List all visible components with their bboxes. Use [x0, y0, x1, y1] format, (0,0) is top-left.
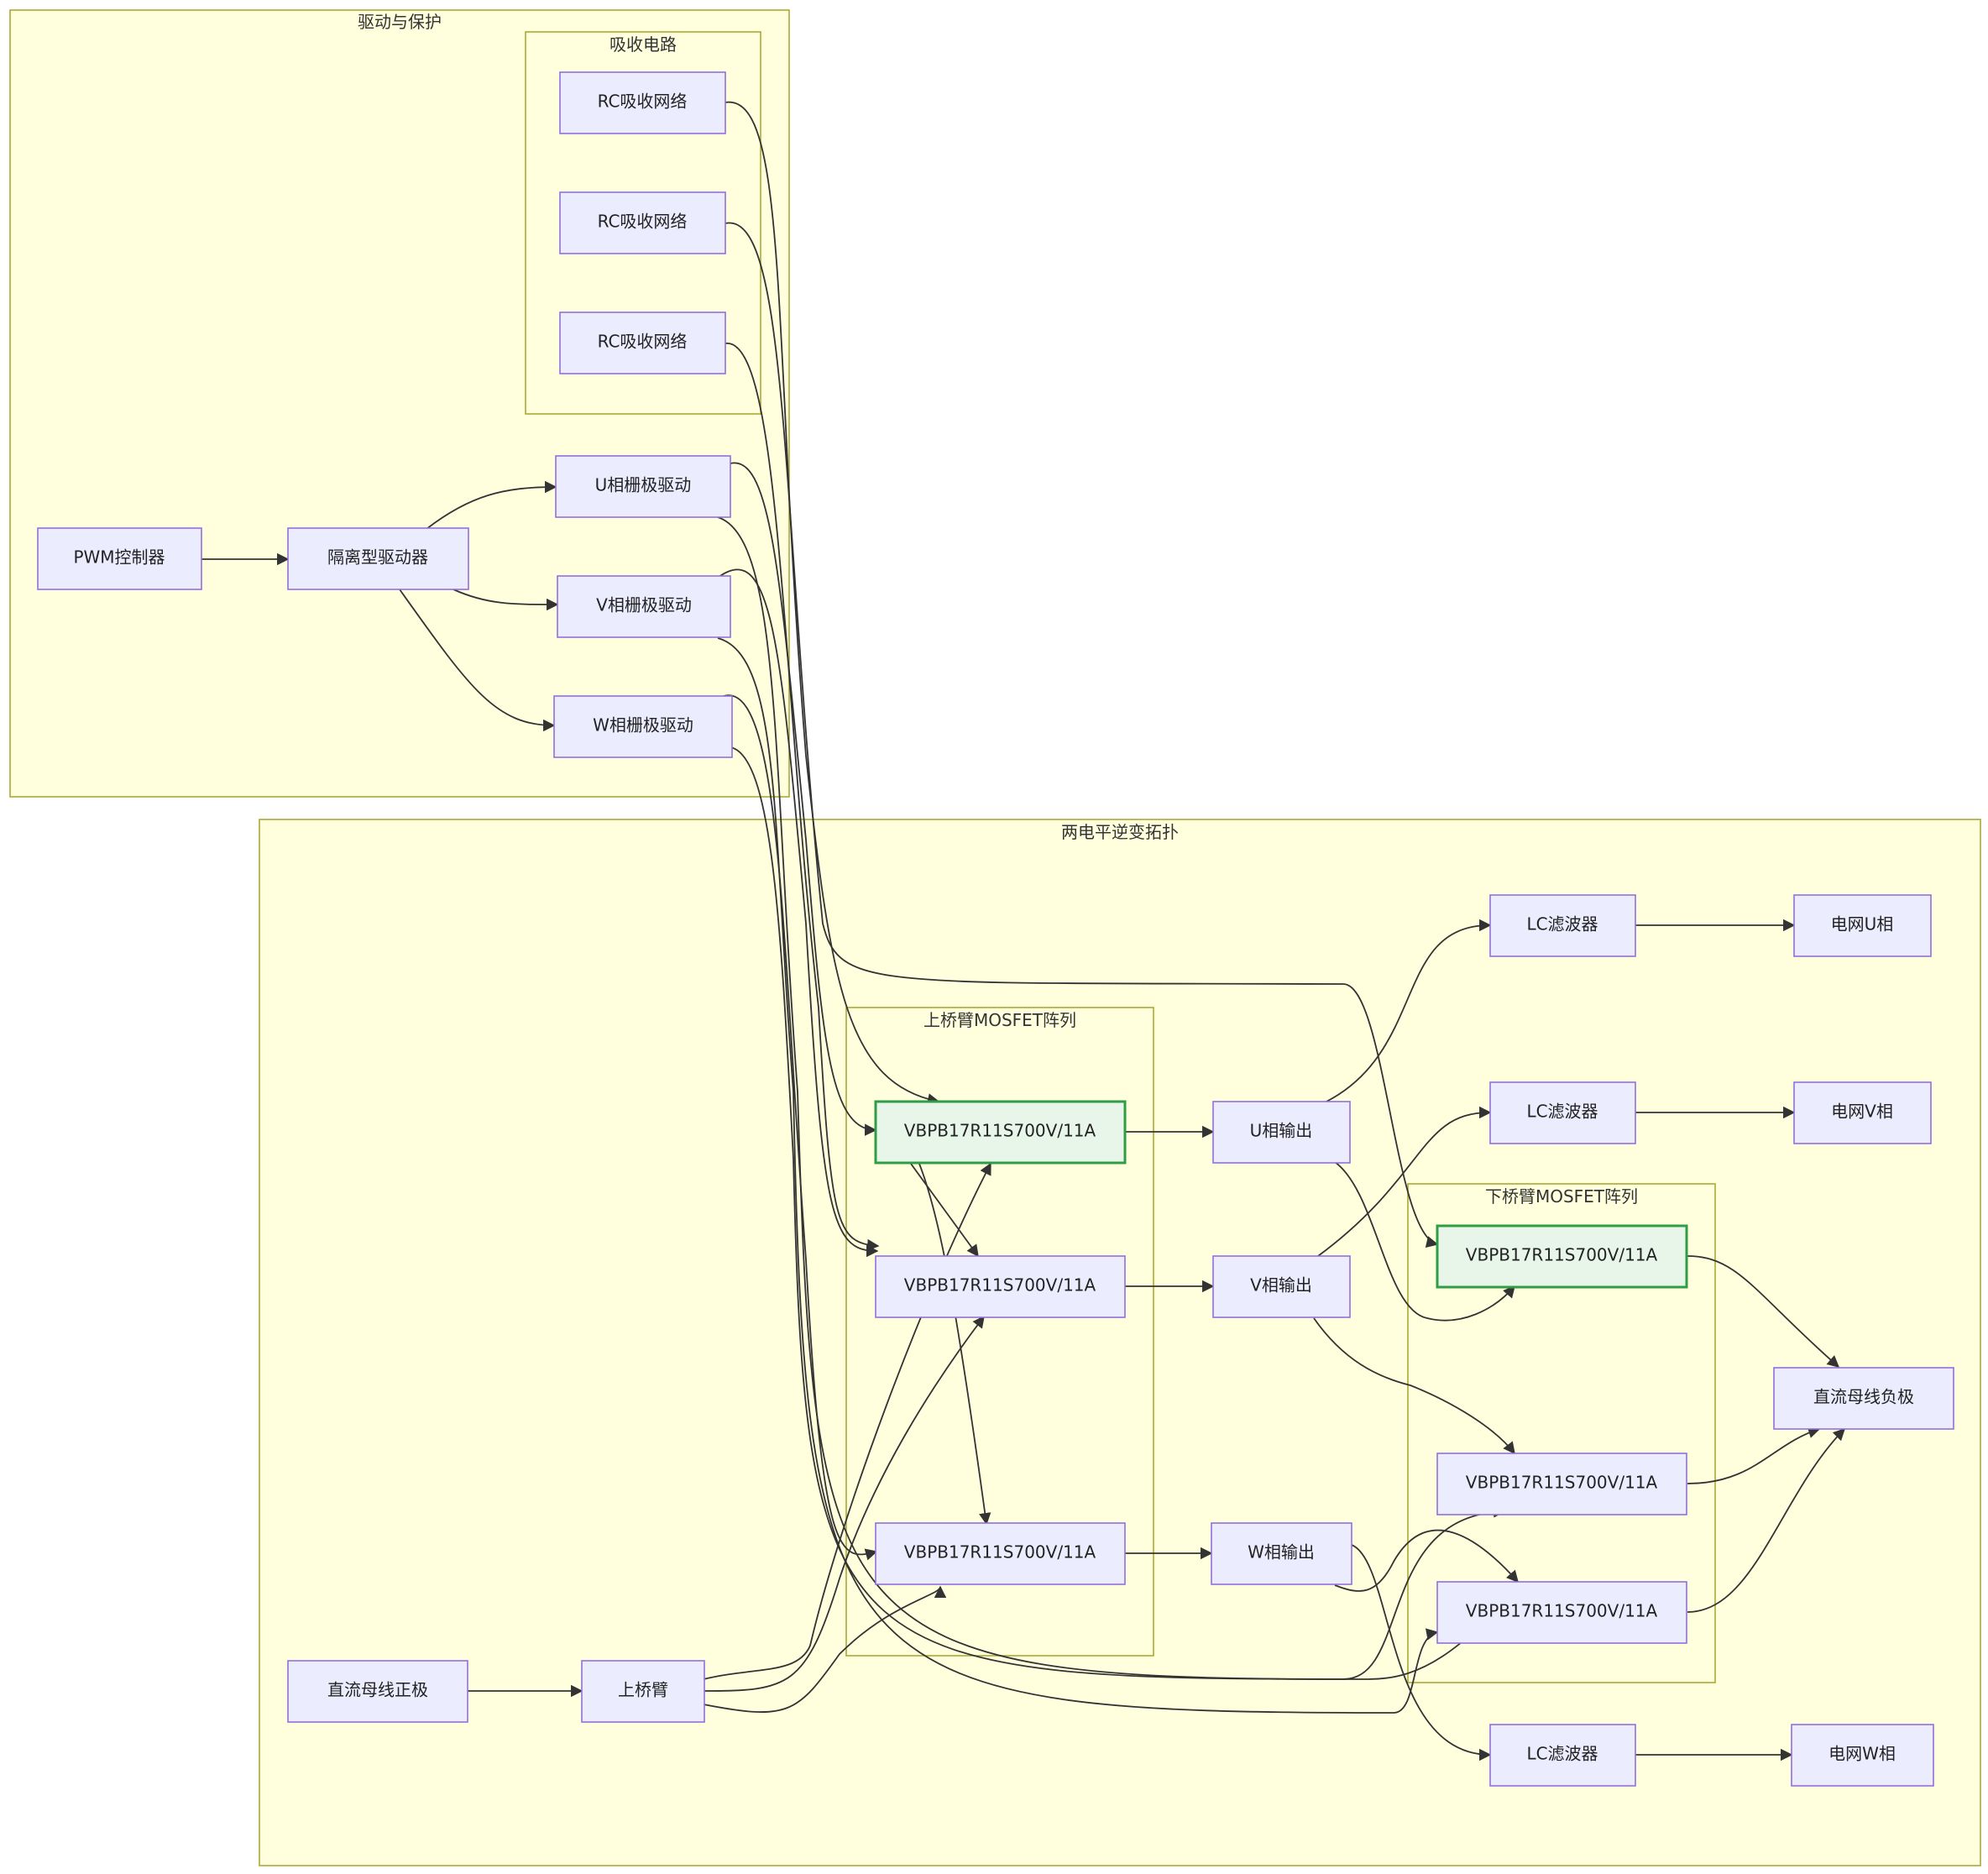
edge-gu-qu1	[730, 462, 877, 1136]
edge-ou-lc1	[1326, 919, 1492, 1102]
node-upper-mosfet-w-label: VBPB17R11S700V/11A	[904, 1542, 1096, 1563]
node-rc-3-label: RC吸收网络	[598, 332, 688, 352]
node-rc-2-label: RC吸收网络	[598, 212, 688, 232]
node-lower-mosfet-w[interactable]: VBPB17R11S700V/11A	[1436, 1581, 1687, 1644]
edge-rc3-qu2	[725, 343, 880, 1252]
node-dc-bus-positive[interactable]: 直流母线正极	[287, 1660, 468, 1723]
edges	[201, 101, 1846, 1761]
node-gate-driver-w-label: W相栅极驱动	[593, 715, 693, 735]
node-gate-driver-w[interactable]: W相栅极驱动	[553, 695, 733, 758]
edge-rc2-ql1	[725, 222, 1439, 1248]
node-pwm-controller-label: PWM控制器	[73, 547, 165, 568]
edge-iso-gw	[399, 589, 556, 732]
node-output-u-label: U相输出	[1250, 1121, 1313, 1141]
cluster-topology-title: 两电平逆变拓扑	[1061, 822, 1179, 842]
edge-ow-lc3	[1351, 1544, 1492, 1761]
cluster-lower-title: 下桥臂MOSFET阵列	[1485, 1186, 1638, 1207]
node-isolated-driver-label: 隔离型驱动器	[327, 547, 428, 568]
edge-iso-gu	[426, 480, 557, 530]
edge-ql1-dcneg	[1687, 1255, 1840, 1368]
node-grid-w[interactable]: 电网W相	[1791, 1724, 1934, 1787]
edge-ql2-dcneg	[1687, 1426, 1821, 1484]
node-pwm-controller[interactable]: PWM控制器	[37, 527, 202, 590]
node-upper-mosfet-u[interactable]: VBPB17R11S700V/11A	[874, 1100, 1127, 1165]
node-grid-v-label: 电网V相	[1831, 1102, 1893, 1122]
node-lower-mosfet-u[interactable]: VBPB17R11S700V/11A	[1436, 1224, 1688, 1289]
node-dc-bus-negative-label: 直流母线负极	[1813, 1387, 1914, 1407]
node-upper-mosfet-v[interactable]: VBPB17R11S700V/11A	[875, 1255, 1126, 1318]
cluster-upper-title: 上桥臂MOSFET阵列	[923, 1010, 1076, 1030]
edge-upperarm-qu2	[703, 1315, 985, 1692]
node-upper-arm[interactable]: 上桥臂	[581, 1660, 705, 1723]
node-dc-bus-negative[interactable]: 直流母线负极	[1773, 1367, 1954, 1430]
node-output-u[interactable]: U相输出	[1212, 1101, 1351, 1164]
edge-ov-lc2	[1317, 1106, 1492, 1257]
node-isolated-driver[interactable]: 隔离型驱动器	[287, 527, 469, 590]
node-grid-u[interactable]: 电网U相	[1793, 894, 1932, 957]
edge-ov-ql2	[1313, 1317, 1515, 1455]
node-output-w[interactable]: W相输出	[1211, 1522, 1352, 1585]
node-upper-mosfet-w[interactable]: VBPB17R11S700V/11A	[875, 1522, 1126, 1585]
edge-gw-qu3	[717, 694, 878, 1561]
node-lc-filter-u-label: LC滤波器	[1526, 914, 1598, 934]
node-lower-mosfet-w-label: VBPB17R11S700V/11A	[1466, 1601, 1658, 1621]
edge-gv-qu2	[717, 568, 879, 1258]
node-lc-filter-v-label: LC滤波器	[1526, 1102, 1598, 1122]
edge-rc1-qu1	[725, 101, 940, 1106]
node-lc-filter-v[interactable]: LC滤波器	[1489, 1081, 1636, 1144]
node-lower-mosfet-u-label: VBPB17R11S700V/11A	[1466, 1245, 1658, 1265]
node-lc-filter-u[interactable]: LC滤波器	[1489, 894, 1636, 957]
node-grid-u-label: 电网U相	[1831, 914, 1894, 934]
node-lc-filter-w-label: LC滤波器	[1526, 1744, 1598, 1764]
node-dc-bus-positive-label: 直流母线正极	[327, 1680, 428, 1700]
node-lower-mosfet-v-label: VBPB17R11S700V/11A	[1466, 1473, 1658, 1493]
node-rc-3[interactable]: RC吸收网络	[559, 311, 726, 374]
node-upper-mosfet-u-label: VBPB17R11S700V/11A	[904, 1121, 1096, 1141]
node-gate-driver-u-label: U相栅极驱动	[595, 475, 692, 495]
node-gate-driver-v-label: V相栅极驱动	[596, 595, 692, 615]
node-rc-1[interactable]: RC吸收网络	[559, 71, 726, 134]
node-gate-driver-v[interactable]: V相栅极驱动	[557, 575, 731, 638]
node-lc-filter-w[interactable]: LC滤波器	[1489, 1724, 1636, 1787]
cluster-snubber-title: 吸收电路	[609, 34, 677, 55]
edge-gw-ql3	[730, 746, 1520, 1680]
node-upper-arm-label: 上桥臂	[618, 1680, 668, 1700]
edge-upperarm-qu3	[703, 1585, 947, 1713]
node-lower-mosfet-v[interactable]: VBPB17R11S700V/11A	[1436, 1453, 1687, 1515]
edge-ow-ql3	[1334, 1529, 1519, 1592]
node-output-v-label: V相输出	[1250, 1275, 1312, 1296]
node-gate-driver-u[interactable]: U相栅极驱动	[555, 455, 731, 518]
edge-ql3-dcneg	[1687, 1427, 1846, 1613]
node-rc-1-label: RC吸收网络	[598, 92, 688, 112]
node-grid-v[interactable]: 电网V相	[1793, 1081, 1932, 1144]
edge-iso-gv	[453, 589, 559, 611]
edge-gu-ql1	[717, 516, 1506, 1680]
node-rc-2[interactable]: RC吸收网络	[559, 191, 726, 254]
edge-qu1-qu2	[910, 1163, 979, 1258]
node-output-w-label: W相输出	[1248, 1542, 1315, 1563]
node-grid-w-label: 电网W相	[1828, 1744, 1896, 1764]
node-output-v[interactable]: V相输出	[1212, 1255, 1351, 1318]
cluster-drive-title: 驱动与保护	[358, 12, 442, 32]
edge-gv-ql2	[717, 637, 1439, 1714]
node-upper-mosfet-v-label: VBPB17R11S700V/11A	[904, 1275, 1096, 1296]
edge-ou-ql1	[1334, 1161, 1515, 1322]
